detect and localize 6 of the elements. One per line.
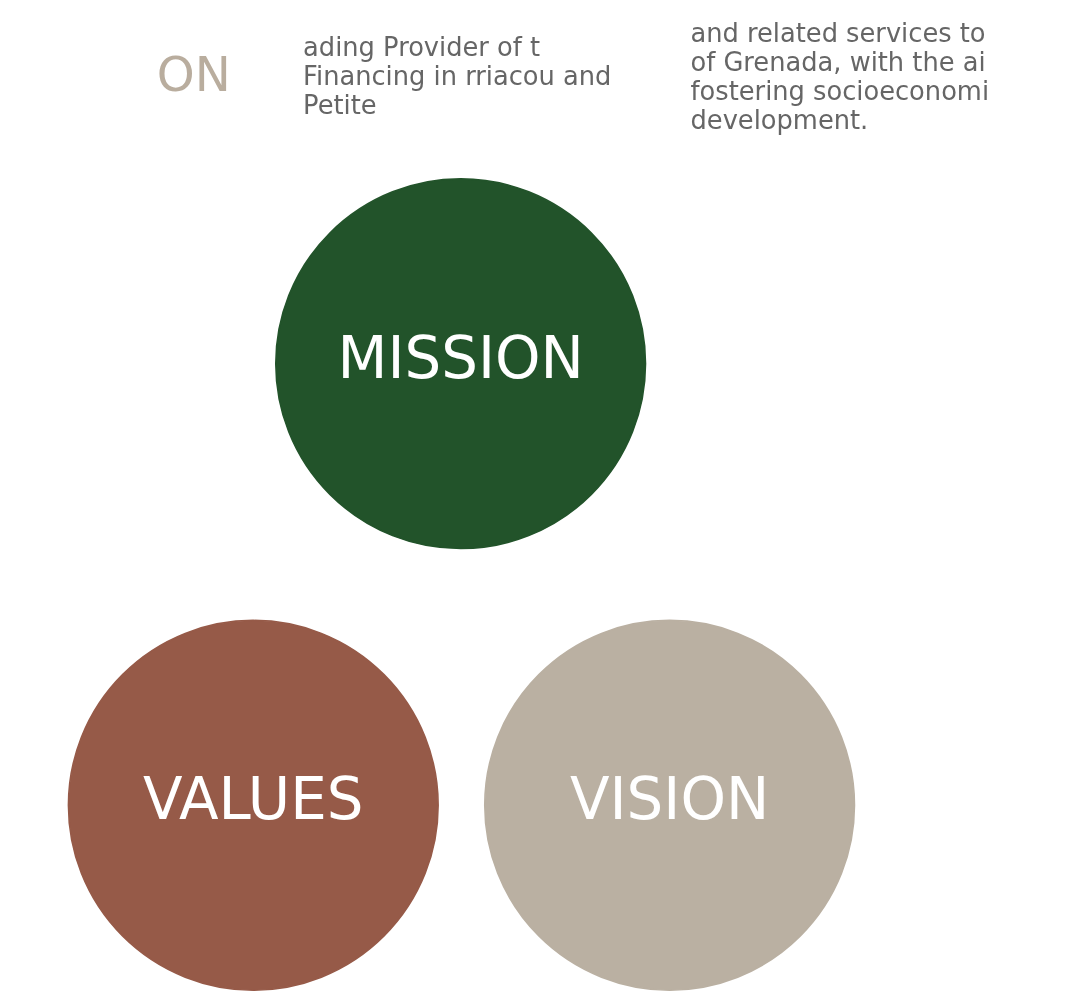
node-circle: VISION: [483, 619, 855, 991]
label: and related services to of Grenada, with the ai fostering socioeconomi development.: [690, 17, 989, 135]
label: ading Provider of t Financing in rriacou and Petite: [302, 32, 611, 121]
node-circle: MISSION: [274, 178, 646, 550]
label: ON: [156, 46, 231, 103]
node-circle: VALUES: [67, 619, 439, 991]
